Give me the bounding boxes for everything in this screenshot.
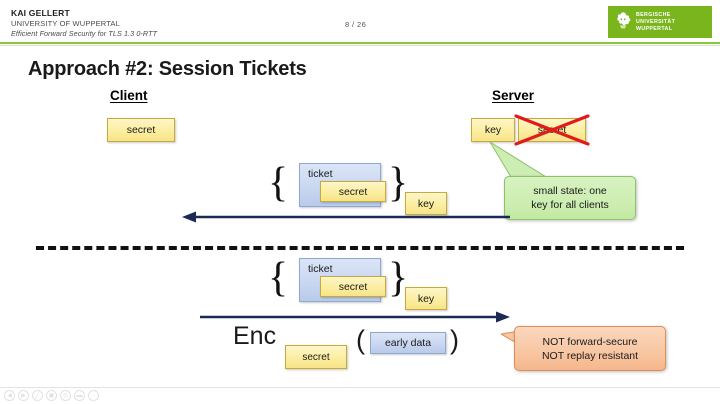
round2-ticket-secret-box: secret	[320, 276, 386, 297]
zoom-icon[interactable]: ◎	[60, 390, 71, 401]
viewer-toolbar: ◀ ▶ ╱ ▣ ◎ ▬ −	[0, 387, 720, 404]
highlight-icon[interactable]: ▣	[46, 390, 57, 401]
round1-ticket-secret-box: secret	[320, 181, 386, 202]
round2-ticket-label: ticket	[308, 263, 333, 275]
callout-green-line-2: key for all clients	[531, 199, 609, 211]
author-name: KAI GELLERT	[11, 8, 70, 18]
round1-brace-close: }	[388, 160, 409, 206]
logo-line-3: WUPPERTAL	[636, 25, 673, 32]
lion-crest-icon	[617, 12, 631, 29]
client-secret-box: secret	[107, 118, 175, 142]
next-page-icon[interactable]: ▶	[18, 390, 29, 401]
callout-not-secure: NOT forward-secure NOT replay resistant	[514, 326, 666, 371]
round2-key-box: key	[405, 287, 447, 310]
university-logo: BERGISCHE UNIVERSITÄT WUPPERTAL	[608, 6, 712, 38]
round1-brace-open: {	[268, 160, 289, 206]
round1-arrow-server-to-client	[182, 211, 510, 223]
callout-orange-line-1: NOT forward-secure	[542, 335, 638, 348]
enc-paren-open: (	[356, 325, 365, 355]
page-indicator: 8 / 26	[345, 20, 367, 29]
server-key-box: key	[471, 118, 515, 142]
enc-early-data-box: early data	[370, 332, 446, 354]
round2-arrow-client-to-server	[200, 311, 510, 323]
round1-key-box: key	[405, 192, 447, 215]
round2-brace-close: }	[388, 255, 409, 301]
prev-page-icon[interactable]: ◀	[4, 390, 15, 401]
logo-line-1: BERGISCHE	[636, 11, 671, 18]
party-label-server: Server	[492, 88, 535, 103]
pen-icon[interactable]: ╱	[32, 390, 43, 401]
header-text-block: KAI GELLERT UNIVERSITY OF WUPPERTAL Effi…	[11, 8, 157, 39]
callout-green-line-1: small state: one	[533, 185, 607, 197]
enc-function-label: Enc	[233, 322, 277, 350]
callout-small-state: small state: one key for all clients	[504, 176, 636, 220]
toolbar-icon-group: ◀ ▶ ╱ ▣ ◎ ▬ −	[4, 390, 99, 401]
slide-title: Approach #2: Session Tickets	[28, 58, 307, 80]
enc-paren-close: )	[450, 325, 459, 355]
round2-brace-open: {	[268, 255, 289, 301]
section-divider	[36, 246, 684, 250]
header-divider-rule	[0, 42, 720, 44]
minus-icon[interactable]: −	[88, 390, 99, 401]
header-divider-rule-light	[0, 45, 720, 46]
affiliation: UNIVERSITY OF WUPPERTAL	[11, 19, 120, 28]
fit-page-icon[interactable]: ▬	[74, 390, 85, 401]
callout-orange-line-2: NOT replay resistant	[541, 349, 639, 362]
round1-ticket-label: ticket	[308, 168, 333, 180]
talk-title: Efficient Forward Security for TLS 1.3 0…	[11, 29, 158, 38]
server-secret-box: secret	[518, 118, 586, 142]
party-label-client: Client	[110, 88, 148, 103]
enc-subscript-secret-box: secret	[285, 345, 347, 369]
logo-text: BERGISCHE UNIVERSITÄT WUPPERTAL	[636, 12, 675, 33]
logo-line-2: UNIVERSITÄT	[636, 18, 676, 25]
